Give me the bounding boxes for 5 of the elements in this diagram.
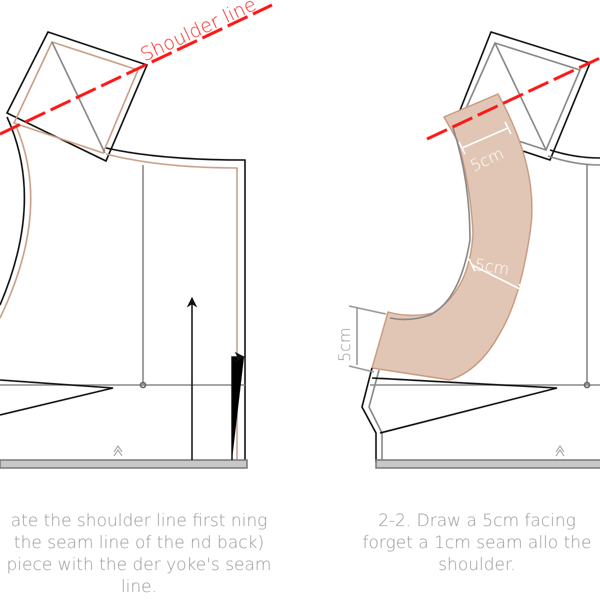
dimension-label: 5cm [337,327,353,362]
dimension-label: 5cm [474,257,510,278]
caption: ate the shoulder line first ning the seam line of the nd back) piece with the der yoke's seam line. [6,510,272,598]
dimension-label: 5cm [468,145,506,174]
caption: 2-2. Draw a 5cm facing forget a 1cm seam allo the shoulder. [361,510,593,576]
